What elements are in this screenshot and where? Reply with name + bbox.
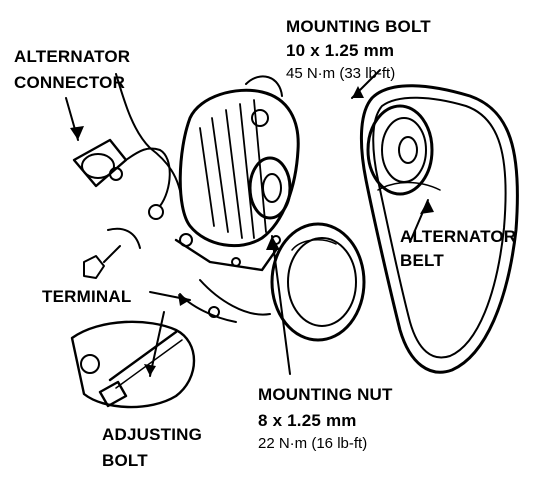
- mounting-bracket: [174, 235, 281, 323]
- alternator-body: [178, 75, 300, 248]
- adjusting-bolt-label-line2: BOLT: [102, 451, 148, 470]
- mounting-nut-title: MOUNTING NUT: [258, 385, 393, 404]
- upper-pulley: [366, 104, 434, 196]
- alternator-connector-label-line2: CONNECTOR: [14, 73, 126, 92]
- terminal-label: TERMINAL: [42, 287, 132, 306]
- arrowheads: [70, 86, 434, 376]
- mounting-nut-size: 8 x 1.25 mm: [258, 411, 357, 430]
- mounting-nut-torque: 22 N·m (16 lb-ft): [258, 435, 368, 452]
- alternator-belt-label-line1: ALTERNATOR: [400, 227, 517, 246]
- mounting-bolt-title: MOUNTING BOLT: [286, 17, 431, 36]
- lower-pulley: [270, 222, 366, 342]
- alternator-belt-label-line2: BELT: [400, 251, 444, 270]
- adjusting-bolt-inset: [70, 320, 196, 409]
- mounting-bolt-torque: 45 N·m (33 lb-ft): [286, 65, 396, 82]
- connector-wiring: [72, 73, 193, 249]
- adjusting-bolt-label-line1: ADJUSTING: [102, 425, 203, 444]
- alternator-connector-label-line1: ALTERNATOR: [14, 47, 131, 66]
- terminal-nut: [83, 245, 121, 279]
- mounting-bolt-size: 10 x 1.25 mm: [286, 41, 395, 60]
